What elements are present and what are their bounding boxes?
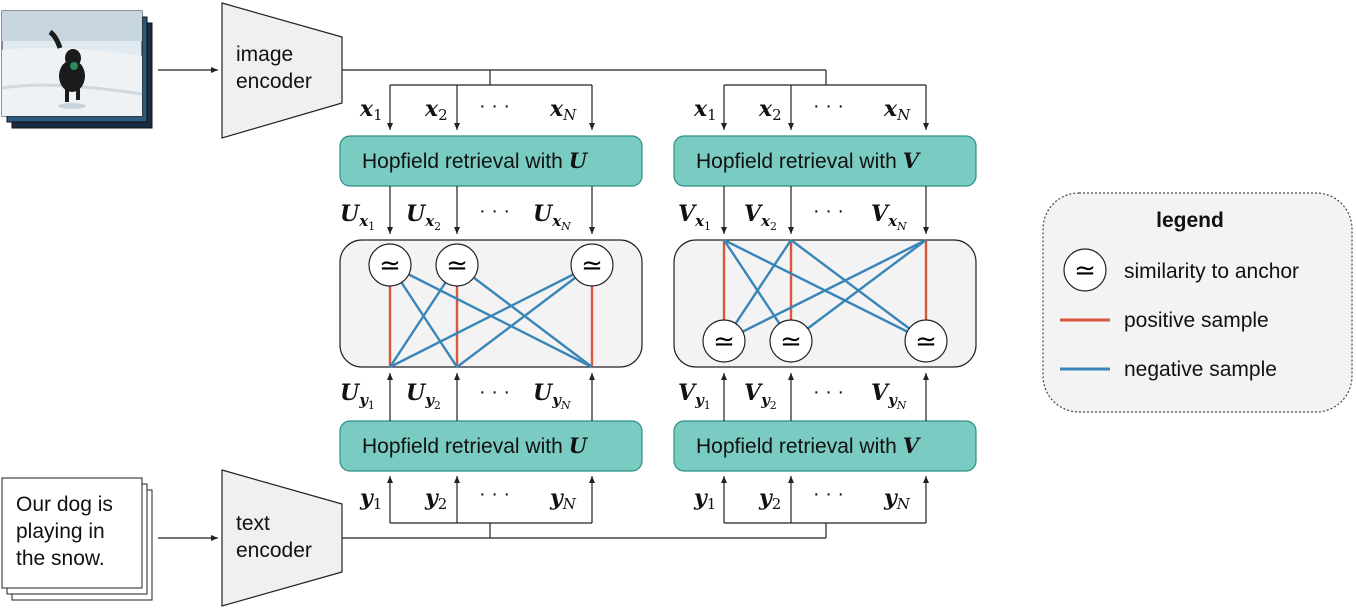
similarity-node-right-2: ≃ [769, 319, 813, 363]
text-card-line1: Our dog is [16, 493, 113, 516]
label-x1-left: x1 [359, 96, 383, 124]
image-embedding-bus [342, 69, 926, 86]
text-embedding-bus [342, 522, 926, 539]
text-encoder-label-2: encoder [236, 539, 312, 562]
svg-text:≃: ≃ [1074, 256, 1096, 286]
dots-vy-right: · · · [813, 381, 844, 403]
label-vxN: VxN [871, 201, 907, 233]
text-encoder: text encoder [221, 469, 343, 607]
label-vyN: VyN [871, 380, 907, 412]
legend: legend ≃ similarity to anchor positive s… [1042, 192, 1353, 413]
label-uxN: UxN [533, 201, 571, 233]
image-stack [1, 10, 153, 129]
label-uy2: Uy2 [406, 380, 441, 412]
similarity-node-left-N: ≃ [570, 243, 614, 287]
label-ux2: Ux2 [406, 201, 441, 233]
dots-y-left: · · · [479, 483, 510, 505]
label-vy1: Vy1 [678, 380, 711, 412]
label-vx2: Vx2 [744, 201, 777, 233]
similarity-node-left-2: ≃ [435, 243, 479, 287]
label-y1-right: y1 [693, 485, 716, 513]
legend-title: legend [1156, 209, 1224, 232]
dog-photo [1, 10, 143, 117]
label-x2-left: x2 [424, 96, 448, 124]
similarity-node-right-N: ≃ [904, 319, 948, 363]
negative-edge-left [389, 263, 593, 369]
similarity-node-right-1: ≃ [702, 319, 746, 363]
label-x2-right: x2 [758, 96, 782, 124]
dots-x-right: · · · [813, 95, 844, 117]
hopfield-bottom-left-label: Hopfield retrieval with [362, 435, 563, 458]
label-uy1: Uy1 [340, 380, 375, 412]
label-y2-right: y2 [758, 485, 781, 513]
dots-uy-left: · · · [479, 381, 510, 403]
text-stack: Our dog is playing in the snow. [1, 477, 153, 601]
legend-negative-label: negative sample [1124, 358, 1277, 381]
text-encoder-label-1: text [236, 512, 270, 535]
similarity-panel-left: ≃ ≃ ≃ [339, 239, 643, 369]
legend-similarity-icon: ≃ [1063, 248, 1107, 292]
label-xN-right: xN [883, 96, 911, 124]
dots-vx-right: · · · [813, 200, 844, 222]
label-xN-left: xN [549, 96, 577, 124]
svg-text:≃: ≃ [780, 327, 802, 357]
label-y1-left: y1 [359, 485, 382, 513]
label-uyN: UyN [533, 380, 571, 412]
dots-y-right: · · · [813, 483, 844, 505]
negative-edge-left [456, 264, 593, 368]
label-vy2: Vy2 [744, 380, 777, 412]
label-yN-right: yN [883, 485, 911, 513]
label-y2-left: y2 [424, 485, 447, 513]
negative-edge-right [723, 238, 927, 343]
label-yN-left: yN [549, 485, 577, 513]
legend-similarity-label: similarity to anchor [1124, 260, 1299, 283]
svg-text:≃: ≃ [713, 327, 735, 357]
text-card-line3: the snow. [16, 547, 105, 570]
image-encoder-label-2: encoder [236, 70, 312, 93]
negative-edge-right [790, 239, 927, 342]
similarity-panel-right: ≃ ≃ ≃ [673, 238, 977, 368]
label-x1-right: x1 [693, 96, 717, 124]
label-vx1: Vx1 [678, 201, 711, 233]
hopfield-bottom-right-label: Hopfield retrieval with [696, 435, 897, 458]
label-ux1: Ux1 [340, 201, 375, 233]
dots-ux-left: · · · [479, 200, 510, 222]
hopfield-top-left-label: Hopfield retrieval with [362, 150, 563, 173]
image-encoder-label-1: image [236, 43, 293, 66]
image-encoder: image encoder [221, 2, 343, 139]
svg-text:≃: ≃ [915, 327, 937, 357]
svg-text:≃: ≃ [379, 251, 401, 281]
svg-text:≃: ≃ [581, 251, 603, 281]
legend-positive-label: positive sample [1124, 309, 1269, 332]
svg-text:≃: ≃ [446, 251, 468, 281]
similarity-node-left-1: ≃ [368, 243, 412, 287]
text-card-line2: playing in [16, 520, 105, 543]
hopfield-top-right-label: Hopfield retrieval with [696, 150, 897, 173]
dots-x-left: · · · [479, 95, 510, 117]
